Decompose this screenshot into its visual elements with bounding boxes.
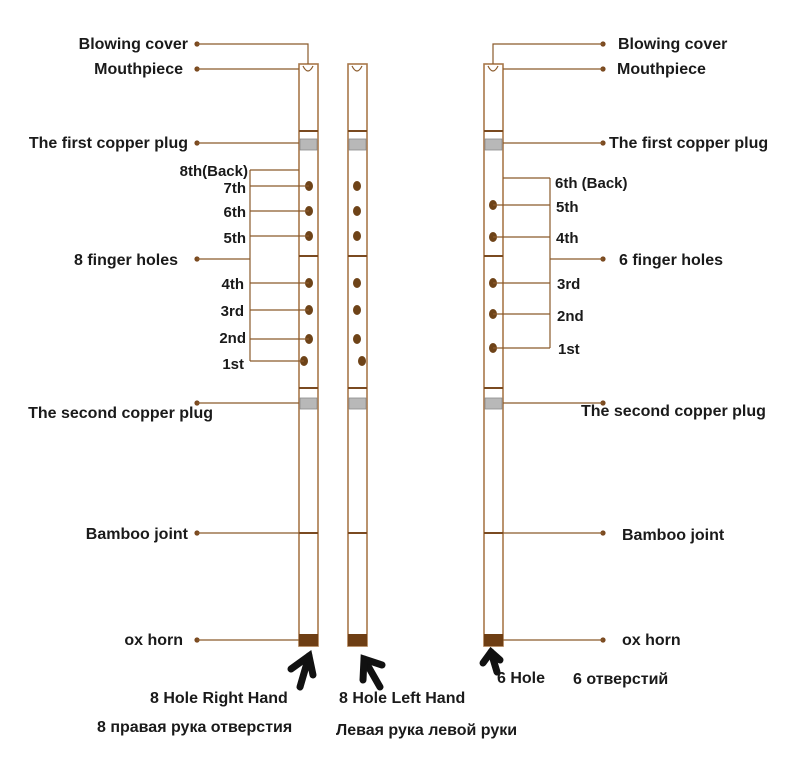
- label-blowing-cover: Blowing cover: [618, 36, 727, 53]
- mouthpiece-notch: [351, 65, 363, 72]
- right-leader-lines: [492, 41, 606, 643]
- second-copper-plug: [299, 397, 318, 410]
- label-ox-horn: ox horn: [622, 632, 681, 649]
- arrow-six-hole: [479, 646, 504, 676]
- label-hole-4: 4th: [556, 230, 579, 247]
- label-hole-3: 3rd: [557, 276, 580, 293]
- label-mouthpiece: Mouthpiece: [94, 61, 183, 78]
- label-ox-horn: ox horn: [124, 632, 183, 649]
- first-copper-plug: [484, 138, 503, 151]
- left-labels: Blowing cover Mouthpiece The first coppe…: [28, 36, 248, 649]
- label-hole-2: 2nd: [219, 330, 246, 347]
- finger-hole-1: [358, 356, 366, 366]
- caption-left-hand-en: 8 Hole Left Hand: [339, 690, 465, 707]
- label-hole-5: 5th: [224, 230, 247, 247]
- caption-left-hand-ru: Левая рука левой руки: [336, 722, 517, 739]
- label-hole-2: 2nd: [557, 308, 584, 325]
- finger-hole-7: [353, 181, 361, 191]
- arrow-left-hand: [359, 654, 386, 691]
- second-copper-plug: [348, 397, 367, 410]
- right-labels: Blowing cover Mouthpiece The first coppe…: [555, 36, 768, 649]
- label-hole-1: 1st: [222, 356, 244, 373]
- label-second-copper-plug: The second copper plug: [581, 403, 766, 420]
- label-second-copper-plug: The second copper plug: [28, 405, 213, 422]
- flute-body: [298, 63, 319, 647]
- left-leader-lines: [194, 41, 309, 643]
- finger-hole-3: [353, 305, 361, 315]
- flute-8-hole-right-hand: [298, 63, 319, 647]
- flute-body: [347, 63, 368, 647]
- first-copper-plug: [299, 138, 318, 151]
- finger-hole-2: [353, 334, 361, 344]
- ox-horn: [299, 634, 318, 646]
- label-bamboo-joint: Bamboo joint: [622, 527, 725, 544]
- ox-horn: [348, 634, 367, 646]
- caption-right-hand-ru: 8 правая рука отверстия: [97, 719, 292, 736]
- caption-right-hand-en: 8 Hole Right Hand: [150, 690, 288, 707]
- flute-body: [483, 63, 504, 647]
- finger-hole-4: [353, 278, 361, 288]
- label-hole-4: 4th: [222, 276, 245, 293]
- second-copper-plug: [484, 397, 503, 410]
- label-first-copper-plug: The first copper plug: [29, 135, 188, 152]
- label-blowing-cover: Blowing cover: [79, 36, 188, 53]
- label-hole-5: 5th: [556, 199, 579, 216]
- label-mouthpiece: Mouthpiece: [617, 61, 706, 78]
- caption-six-hole-ru: 6 отверстий: [573, 671, 668, 688]
- flute-6-hole: [483, 63, 504, 647]
- label-hole-3: 3rd: [221, 303, 244, 320]
- ox-horn: [484, 634, 503, 646]
- label-finger-holes: 6 finger holes: [619, 252, 723, 269]
- label-hole-1: 1st: [558, 341, 580, 358]
- mouthpiece-notch: [487, 65, 499, 72]
- arrow-right-hand: [287, 650, 317, 691]
- first-copper-plug: [348, 138, 367, 151]
- flute-8-hole-left-hand: [347, 63, 368, 647]
- label-hole-6: 6th: [224, 204, 247, 221]
- label-first-copper-plug: The first copper plug: [609, 135, 768, 152]
- label-hole-7: 7th: [224, 180, 247, 197]
- mouthpiece-notch: [302, 65, 314, 72]
- caption-six-hole-en: 6 Hole: [497, 670, 545, 687]
- label-bamboo-joint: Bamboo joint: [86, 526, 189, 543]
- label-hole-8: 8th(Back): [180, 163, 248, 180]
- finger-hole-6: [353, 206, 361, 216]
- label-finger-holes: 8 finger holes: [74, 252, 178, 269]
- pointer-arrows: [287, 646, 504, 691]
- label-hole-6: 6th (Back): [555, 175, 628, 192]
- captions: 8 Hole Right Hand 8 правая рука отверсти…: [97, 670, 668, 739]
- finger-hole-5: [353, 231, 361, 241]
